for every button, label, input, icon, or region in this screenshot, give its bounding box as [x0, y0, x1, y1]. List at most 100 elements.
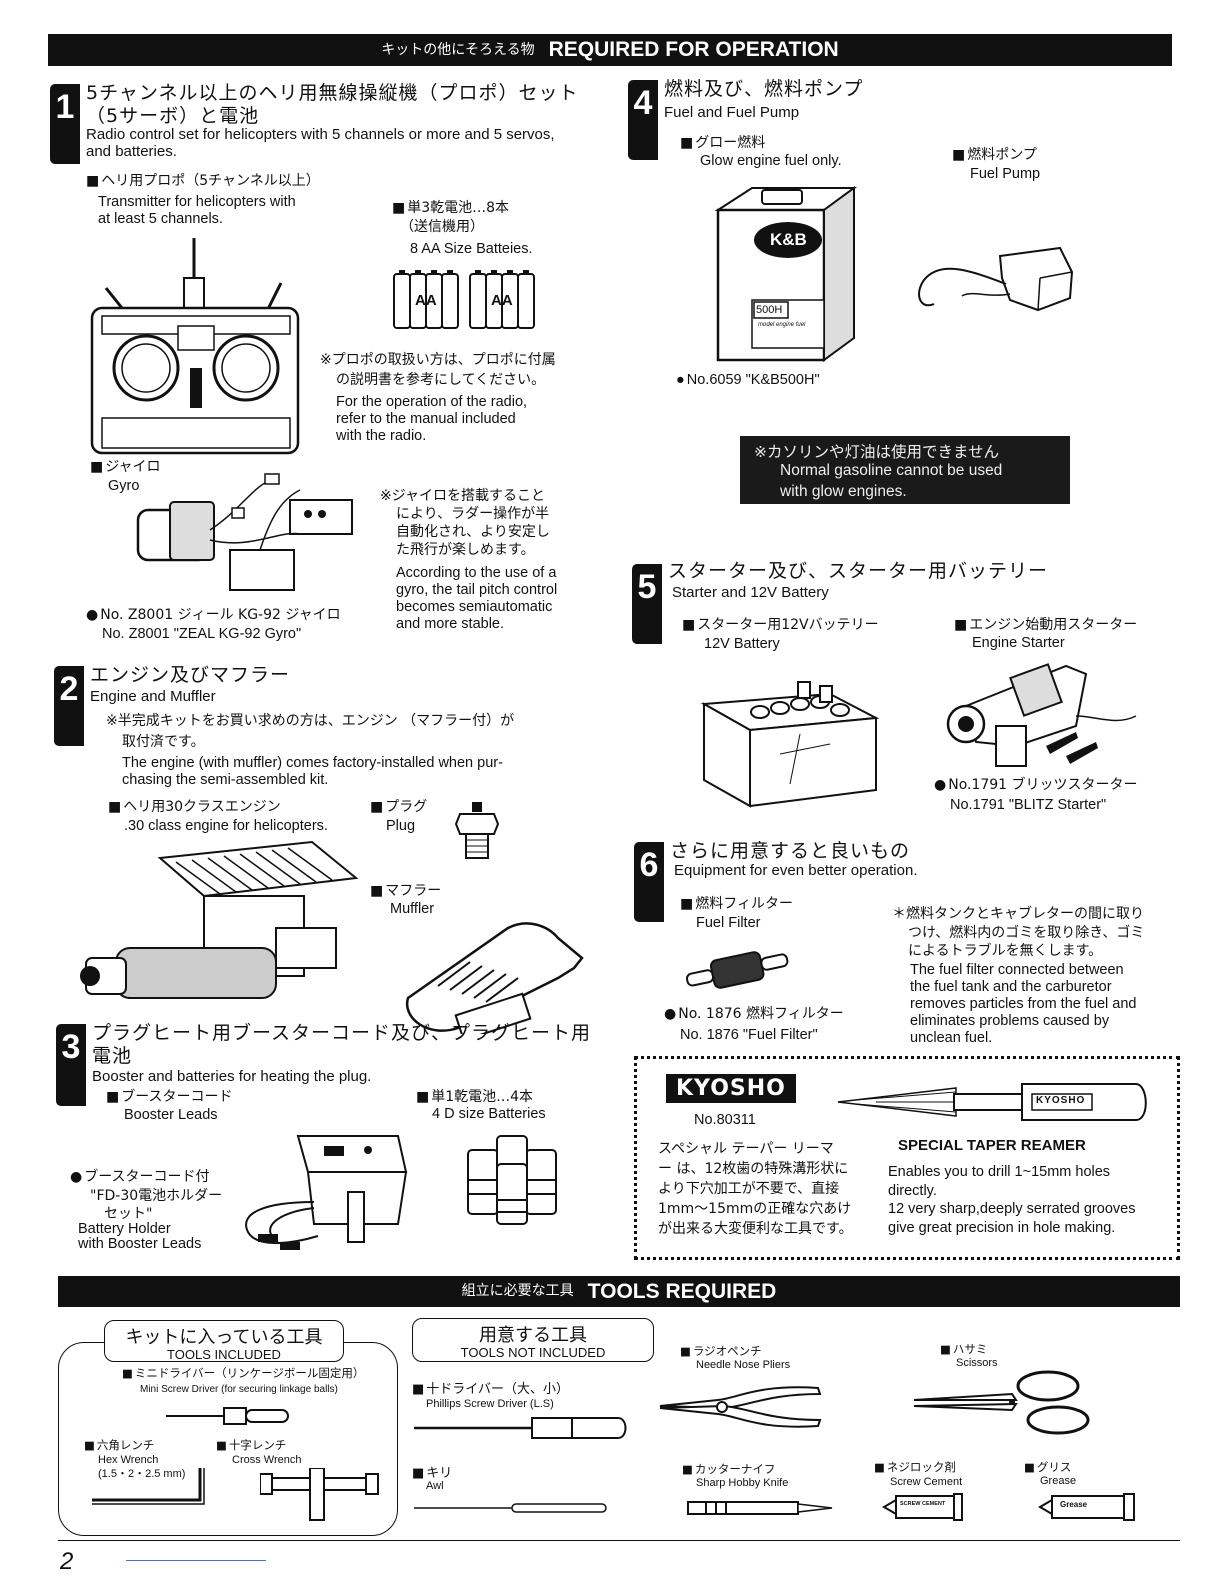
s5-no-en: No.1791 "BLITZ Starter" [950, 797, 1107, 813]
reamer-handle-text: KYOSHO [1036, 1095, 1086, 1106]
fuel-filter-illustration [682, 944, 792, 994]
s1-gyro-no-en: No. Z8001 "ZEAL KG-92 Gyro" [102, 626, 302, 642]
section-2-number: 2 [54, 666, 84, 746]
s5-starter-en: Engine Starter [972, 635, 1065, 651]
s6-note-jp-1: ＊燃料タンクとキャブレターの間に取り [892, 906, 1144, 922]
fuel-can-illustration [712, 180, 862, 366]
kyosho-jp-2: ー は、12枚歯の特殊溝形状に [658, 1161, 849, 1177]
fuel-can-small: model engine fuel [758, 322, 806, 328]
s1-gyro-note-jp-3: 自動化され、より安定し [396, 524, 550, 540]
s3-batt-en: 4 D size Batteries [432, 1106, 546, 1122]
s4-fuel-en: Glow engine fuel only. [700, 153, 842, 169]
grease-illustration [1038, 1492, 1138, 1522]
s3-title-jp-1: プラグヒート用ブースターコード及び、プラグヒート用 [92, 1022, 592, 1044]
section-5-number: 5 [632, 564, 662, 644]
s2-engine-jp: ヘリ用30クラスエンジン [108, 798, 281, 817]
required-banner-en: REQUIRED FOR OPERATION [548, 38, 839, 61]
s5-batt-en: 12V Battery [704, 636, 780, 652]
hex-wrench-jp: 六角レンチ [84, 1438, 155, 1453]
s1-note-jp-2: の説明書を参考にしてください。 [336, 372, 546, 388]
mini-driver-en: Mini Screw Driver (for securing linkage … [140, 1384, 338, 1395]
cross-wrench-en: Cross Wrench [232, 1454, 302, 1466]
tools-banner-en: TOOLS REQUIRED [587, 1279, 777, 1303]
s2-note-en-2: chasing the semi-assembled kit. [122, 772, 329, 788]
kyosho-en-4: give great precision in hole making. [888, 1220, 1116, 1236]
s4-fuel-jp: グロー燃料 [680, 134, 765, 153]
s6-title-en: Equipment for even better operation. [674, 862, 918, 879]
s5-starter-jp: エンジン始動用スターター [954, 616, 1137, 635]
s2-note-jp-1: ※半完成キットをお買い求めの方は、エンジン （マフラー付）が [106, 713, 515, 729]
s1-batt-jp-2: （送信機用） [400, 219, 484, 235]
s6-note-jp-3: によるトラブルを無くします。 [908, 943, 1103, 959]
aa-batteries-illustration [392, 268, 542, 330]
s3-leads-en: Booster Leads [124, 1107, 218, 1123]
awl-jp: キリ [412, 1466, 452, 1483]
pliers-jp: ラジオペンチ [680, 1344, 762, 1359]
s6-note-en-2: the fuel tank and the carburetor [910, 979, 1112, 995]
s1-note-en-1: For the operation of the radio, [336, 394, 528, 410]
awl-en: Awl [426, 1480, 444, 1492]
kyosho-title-en: SPECIAL TAPER REAMER [898, 1137, 1086, 1154]
s4-title-en: Fuel and Fuel Pump [664, 104, 800, 121]
knife-jp: カッターナイフ [682, 1462, 776, 1477]
scissors-jp: ハサミ [940, 1342, 988, 1357]
s1-gyro-note-en-4: and more stable. [396, 616, 505, 632]
s4-warn-jp: ※カソリンや灯油は使用できません [754, 443, 1000, 461]
muffler-illustration [398, 908, 586, 1034]
s3-batt-jp: 単1乾電池…4本 [416, 1088, 533, 1107]
kyosho-en-2: directly. [888, 1183, 937, 1199]
s4-pump-jp: 燃料ポンプ [952, 146, 1037, 165]
gyro-illustration [130, 470, 360, 600]
s1-title-jp-2: （5サーボ）と電池 [86, 105, 260, 127]
hex-wrench-illustration [90, 1466, 210, 1506]
tools-included-jp: キットに入っている工具 [125, 1327, 323, 1348]
required-banner-jp: キットの他にそろえる物 [381, 41, 535, 58]
s4-fuel-no: No.6059 "K&B500H" [676, 372, 820, 389]
12v-battery-illustration [700, 664, 880, 810]
s1-gyro-note-jp-1: ※ジャイロを搭載すること [380, 488, 546, 504]
scissors-en: Scissors [956, 1357, 998, 1369]
fuel-pump-illustration [910, 240, 1080, 320]
s1-batt-jp-1: 単3乾電池…8本 [392, 199, 509, 218]
cement-en: Screw Cement [890, 1476, 963, 1488]
aa-label-1: AA [415, 292, 437, 309]
s6-filter-jp: 燃料フィルター [680, 895, 793, 914]
hobby-knife-illustration [686, 1498, 836, 1518]
tools-banner-jp: 組立に必要な工具 [461, 1283, 574, 1300]
s5-title-jp: スターター及び、スターター用バッテリー [668, 560, 1049, 582]
footer-link-line [126, 1560, 266, 1561]
tools-not-included-label: 用意する工具 TOOLS NOT INCLUDED [412, 1318, 654, 1362]
kyosho-jp-1: スペシャル テーパー リーマ [658, 1141, 834, 1157]
s5-no-jp: No.1791 ブリッツスターター [934, 776, 1137, 795]
tools-included-en: TOOLS INCLUDED [167, 1347, 281, 1362]
knife-en: Sharp Hobby Knife [696, 1477, 789, 1489]
s6-filter-no-jp: No. 1876 燃料フィルター [664, 1005, 844, 1024]
transmitter-illustration [86, 238, 306, 460]
s1-title-jp-1: 5チャンネル以上のヘリ用無線操縦機（プロポ）セット [86, 82, 579, 104]
kyosho-en-1: Enables you to drill 1~15mm holes [888, 1164, 1111, 1180]
s1-note-jp-1: ※プロポの取扱い方は、プロポに付属 [320, 352, 556, 368]
kyosho-jp-5: が出来る大変便利な工具です。 [658, 1221, 853, 1237]
screw-cement-tube-text: SCREW CEMENT [900, 1501, 946, 1507]
s2-engine-en: .30 class engine for helicopters. [124, 818, 328, 834]
pliers-en: Needle Nose Pliers [696, 1359, 791, 1371]
cement-jp: ネジロック剤 [874, 1460, 956, 1475]
kyosho-logo: KYOSHO [666, 1074, 796, 1103]
s2-note-en-1: The engine (with muffler) comes factory-… [122, 755, 503, 771]
s1-batt-en: 8 AA Size Batteies. [410, 241, 533, 257]
grease-jp: グリス [1024, 1460, 1072, 1475]
s1-gyro-en: Gyro [108, 478, 140, 494]
s6-note-en-4: eliminates problems caused by [910, 1013, 1110, 1029]
phillips-en: Phillips Screw Driver (L.S) [426, 1398, 554, 1410]
s1-title-en-2: and batteries. [86, 143, 177, 160]
s6-note-en-5: unclean fuel. [910, 1030, 993, 1046]
fuel-can-logo: K&B [770, 230, 807, 249]
battery-holder-illustration [228, 1132, 408, 1256]
phillips-jp: 十ドライバー（大、小） [412, 1382, 569, 1399]
s4-title-jp: 燃料及び、燃料ポンプ [664, 78, 864, 100]
cross-wrench-illustration [260, 1468, 380, 1524]
kyosho-no: No.80311 [694, 1112, 756, 1128]
engine-illustration [76, 838, 372, 1028]
phillips-driver-illustration [412, 1414, 632, 1442]
s1-note-en-2: refer to the manual included [336, 411, 516, 427]
